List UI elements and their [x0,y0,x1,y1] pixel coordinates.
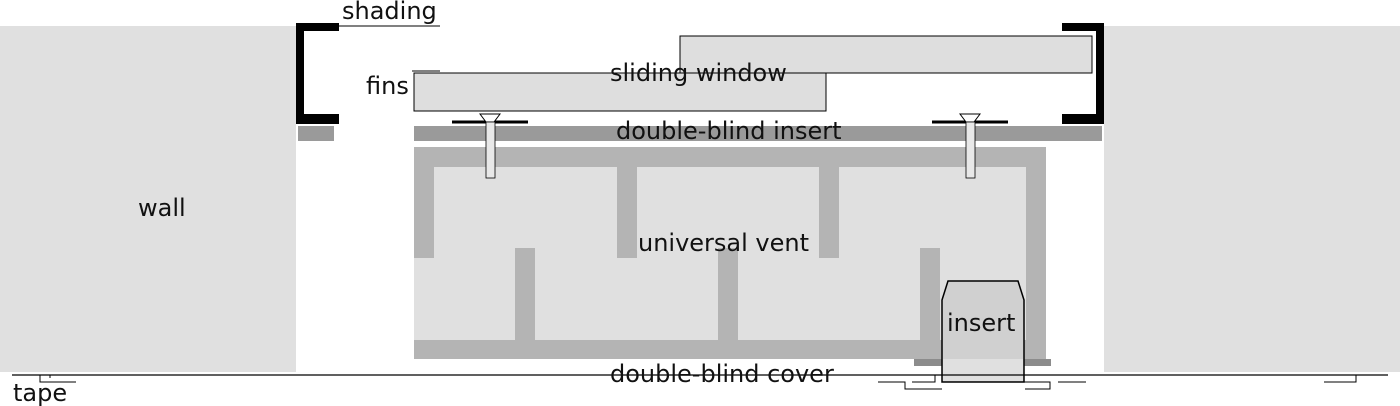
upper-baffle [819,167,839,258]
lower-baffle [920,248,940,340]
double-blind-cover-label: double-blind cover [610,360,834,388]
right-shading-bracket [1062,23,1104,124]
fins-label: fins [366,72,409,100]
double-blind-insert-label: double-blind insert [616,117,842,145]
cover-tab [1024,359,1051,366]
universal-vent-label: universal vent [638,229,809,257]
vent-right-post [1026,147,1046,360]
tape-insert-left [878,381,942,390]
vent-bottom-rail [414,340,1026,359]
tape-insert-left [912,374,942,383]
left-wall [0,26,296,372]
insert-lower-band [943,359,1023,381]
insert-label: insert [947,309,1015,337]
tape-label: tape [13,379,67,406]
wall-label: wall [138,194,186,222]
tape-right [1324,375,1357,383]
upper-baffle [617,167,637,258]
sliding-window-label: sliding window [610,59,787,87]
upper-baffle [414,167,434,258]
sliding-window-pane-lower [413,72,827,112]
cover-tab [914,359,942,366]
shading-label: shading [342,0,437,25]
tape-insert-right [1024,381,1051,390]
screw [932,113,1008,179]
double-blind-insert-left-stub [298,126,334,141]
sliding-window-pane-upper [679,35,1093,74]
tape-left [39,375,76,383]
vent-top-rail [414,147,1026,167]
screw [452,113,528,179]
left-shading-bracket [296,23,339,124]
lower-baffle [718,248,738,340]
lower-baffle [515,248,535,340]
double-blind-insert-strip [414,126,1102,141]
right-wall [1104,26,1400,372]
